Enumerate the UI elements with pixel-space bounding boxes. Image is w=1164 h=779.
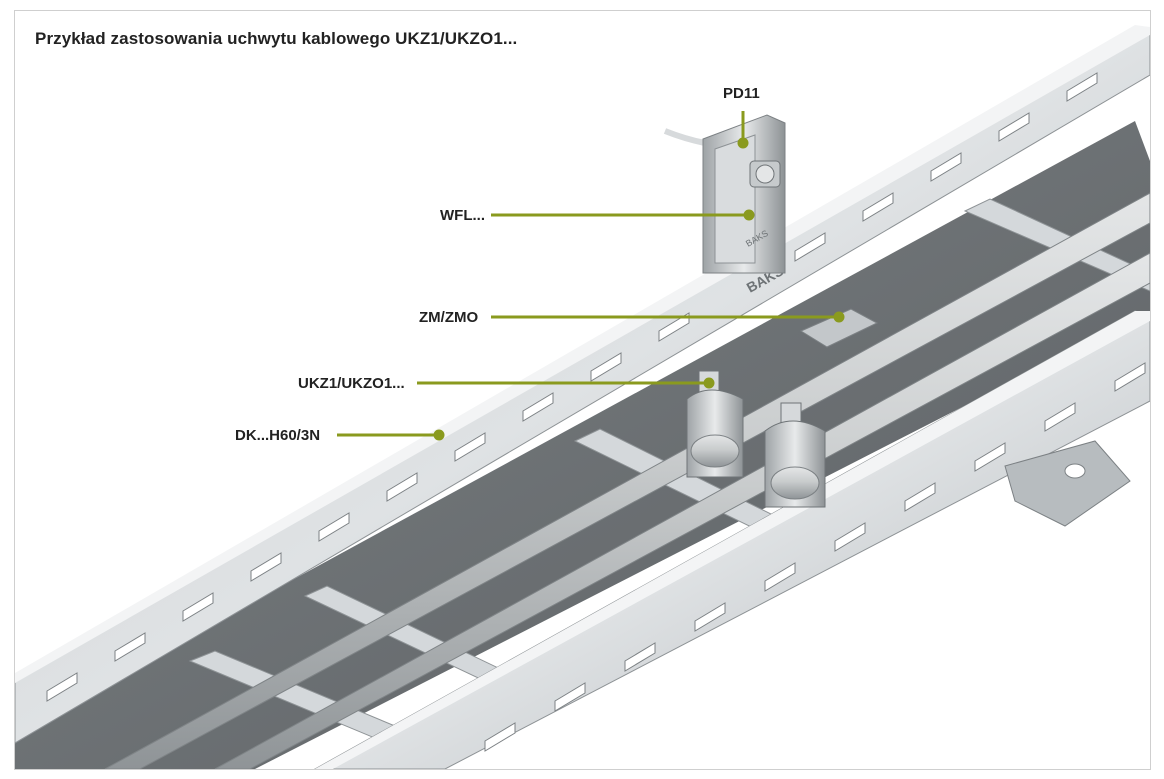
ukz-holder-2 bbox=[764, 402, 826, 508]
callout-dk: DK...H60/3N bbox=[235, 427, 321, 444]
support-bracket bbox=[1004, 440, 1131, 527]
cables bbox=[104, 192, 1150, 769]
callout-leaders bbox=[337, 111, 845, 441]
leader-pd11-dot bbox=[737, 137, 749, 149]
leader-ukz-dot bbox=[703, 377, 715, 389]
front-rail-slots bbox=[484, 362, 1146, 752]
cable-1 bbox=[104, 192, 1150, 769]
callout-ukz: UKZ1/UKZO1... bbox=[298, 375, 405, 392]
leader-dk-dot bbox=[433, 429, 445, 441]
leader-zm-dot bbox=[833, 311, 845, 323]
ukz-holders bbox=[686, 370, 826, 508]
callout-pd11: PD11 bbox=[723, 85, 760, 102]
callout-zm: ZM/ZMO bbox=[419, 309, 479, 326]
leader-wfl-dot bbox=[743, 209, 755, 221]
front-side-rail bbox=[313, 310, 1150, 769]
pd11-channel: BAKS bbox=[663, 114, 786, 274]
cable-2 bbox=[214, 252, 1150, 769]
callout-wfl: WFL... bbox=[440, 207, 485, 224]
back-rail-slots bbox=[46, 72, 1098, 702]
diagram-title: Przykład zastosowania uchwytu kablowego … bbox=[35, 29, 518, 48]
cable-tray-illustration: BAKS bbox=[15, 25, 1150, 769]
diagram-frame: Przykład zastosowania uchwytu kablowego … bbox=[14, 10, 1151, 770]
